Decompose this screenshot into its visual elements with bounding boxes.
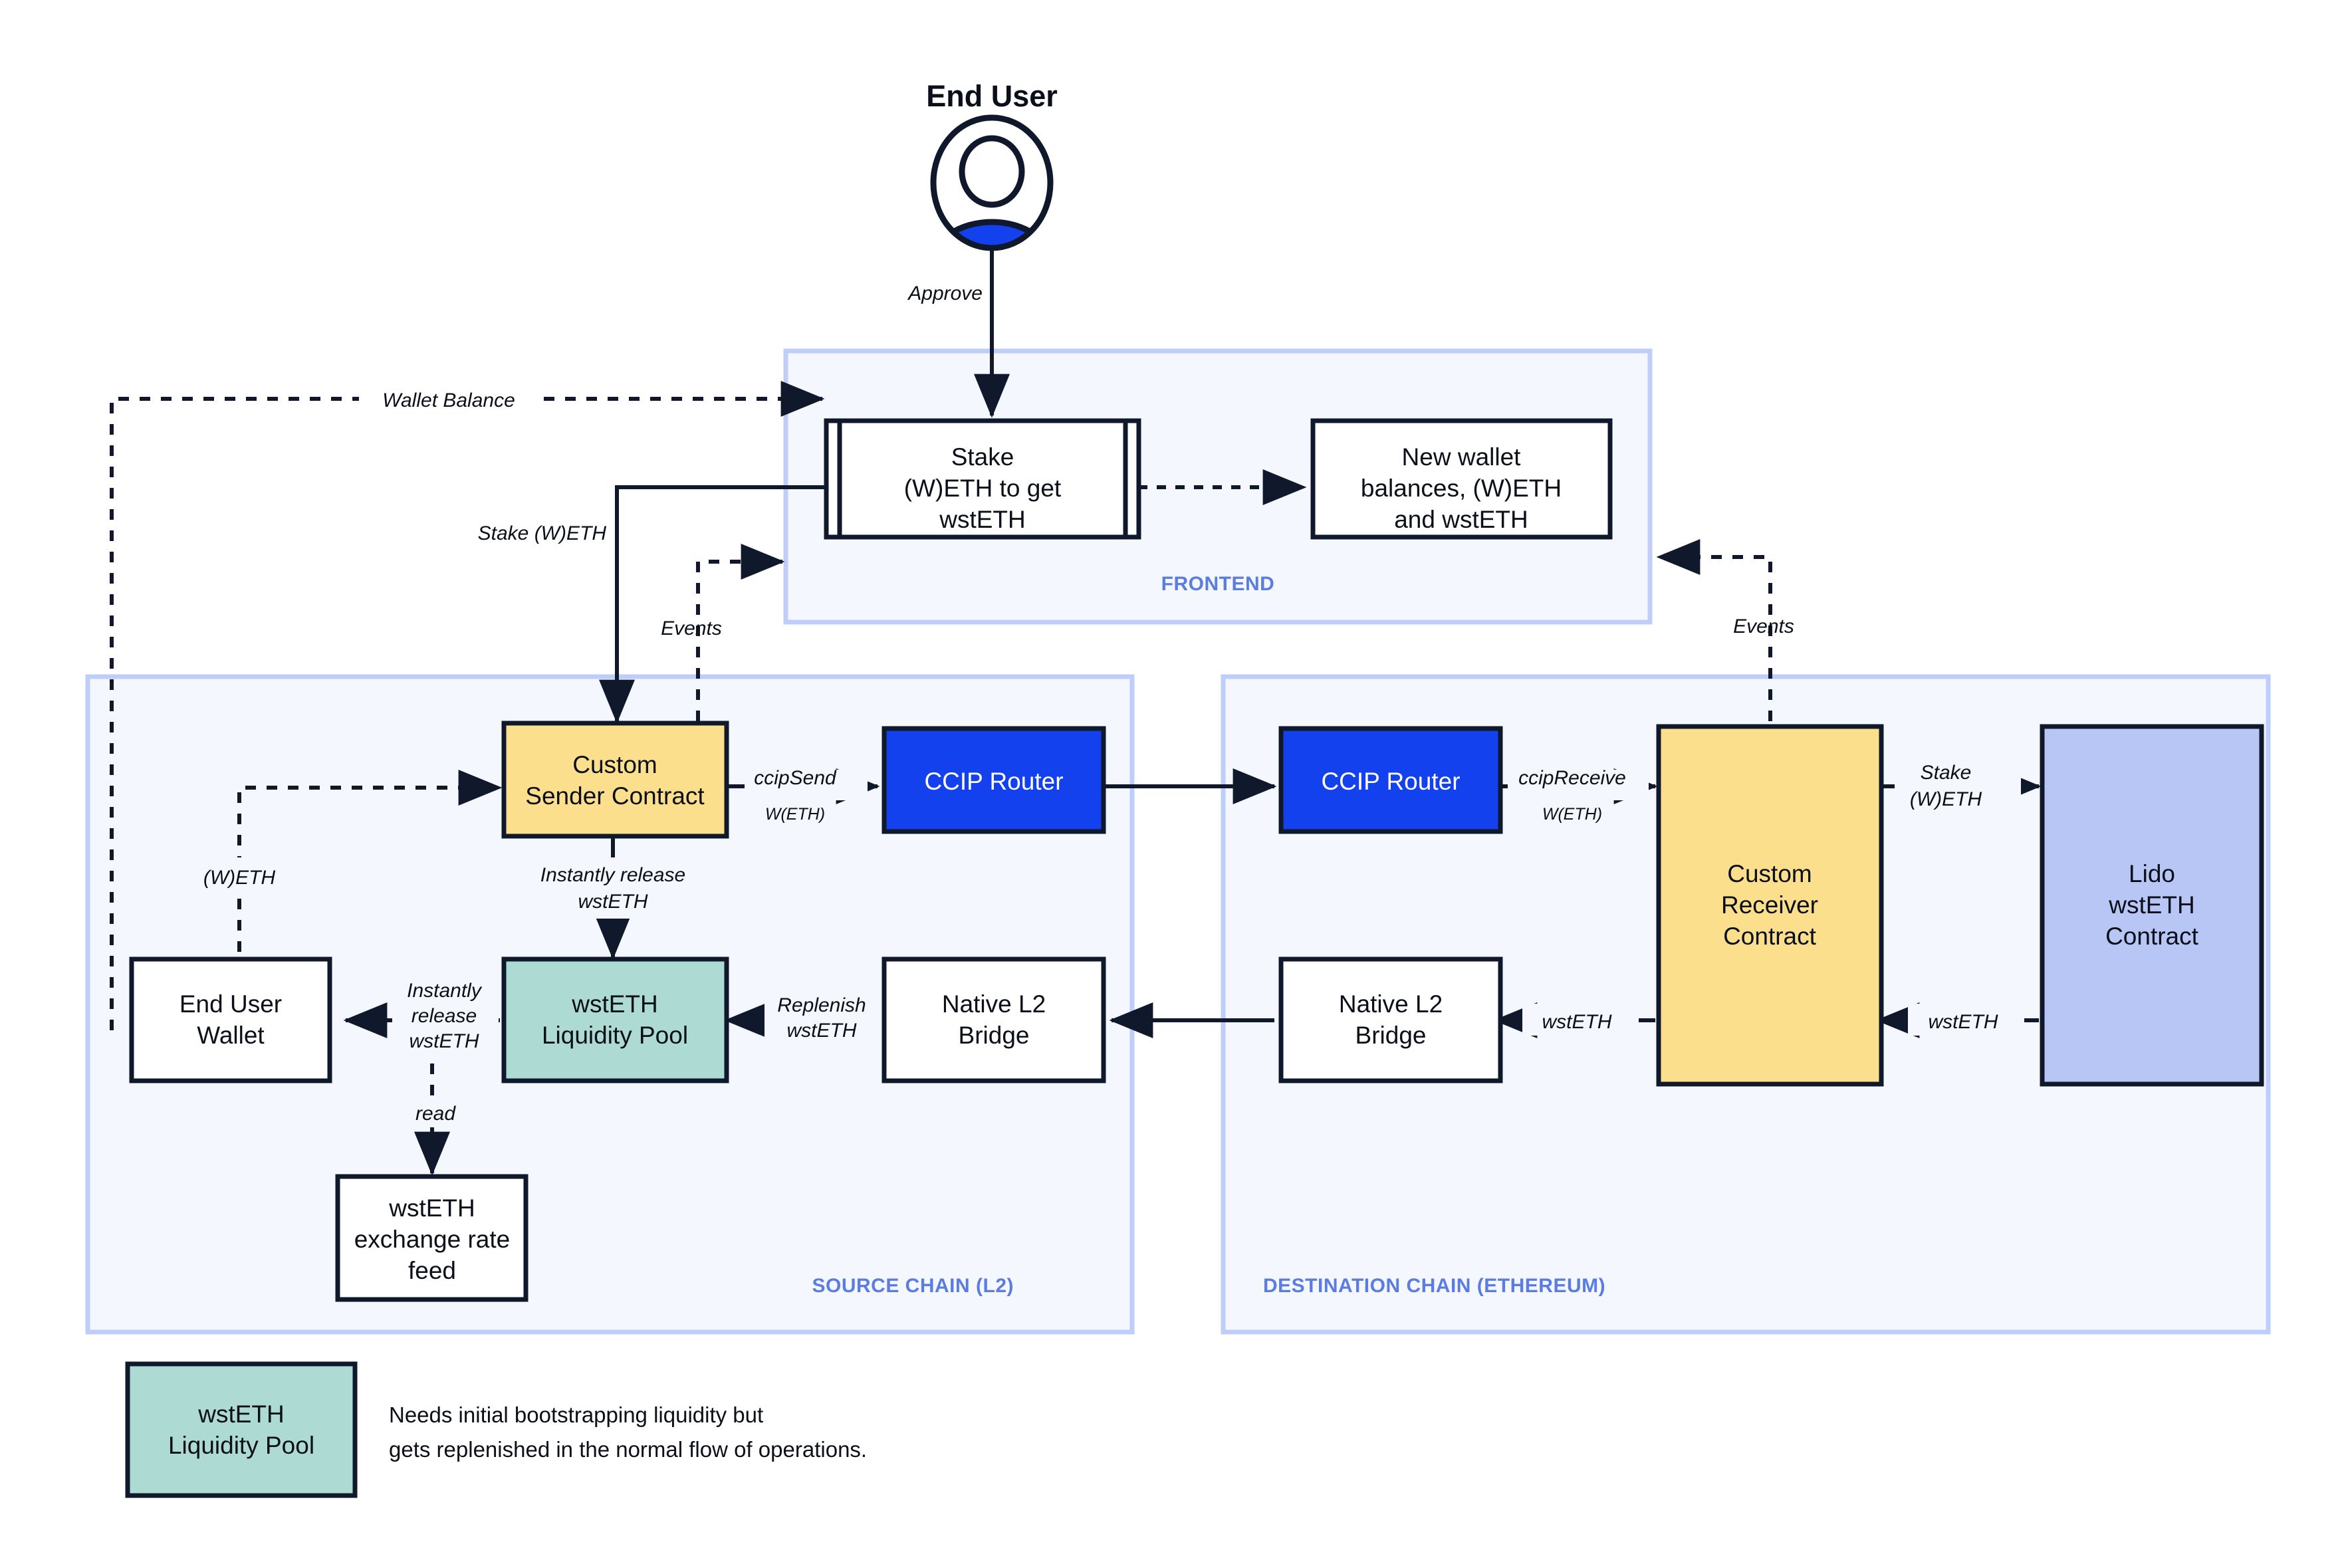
node-label-pool-2: Liquidity Pool: [542, 1022, 688, 1049]
node-label-receiver-1: Custom: [1727, 860, 1812, 887]
node-wsteth-exchange-rate-feed[interactable]: wstETH exchange rate feed: [335, 1174, 528, 1302]
node-label-receiver-3: Contract: [1723, 923, 1817, 950]
node-label-bridge-src-2: Bridge: [959, 1022, 1030, 1049]
edge-ccip-send: ccipSend W(ETH): [727, 767, 880, 824]
edge-label-events-left: Events: [661, 617, 722, 639]
edge-read: read: [399, 1064, 472, 1176]
legend: wstETH Liquidity Pool Needs initial boot…: [125, 1361, 867, 1498]
node-stake-weth[interactable]: Stake (W)ETH to get wstETH: [824, 418, 1141, 540]
edge-label-instantly-release-v1: Instantly release: [540, 864, 685, 886]
node-label-balances-2: balances, (W)ETH: [1361, 475, 1562, 502]
edge-label-wsteth-right: wstETH: [1929, 1011, 1998, 1033]
node-label-wallet-2: Wallet: [197, 1022, 265, 1049]
edge-label-stake-weth-dest-1: Stake: [1921, 762, 1972, 784]
edge-events-left: Events: [661, 544, 785, 721]
edge-label-replenish-2: wstETH: [787, 1020, 857, 1042]
avatar-ring: [930, 114, 1054, 251]
edge-ccip-receive: ccipReceive W(ETH): [1496, 767, 1658, 824]
node-label-stake-2: (W)ETH to get: [904, 475, 1062, 502]
edge-wsteth-right: wstETH: [1875, 1002, 2039, 1038]
node-label-balances-3: and wstETH: [1394, 506, 1528, 533]
edge-replenish-wsteth: Replenish wstETH: [724, 984, 881, 1050]
node-lido-wsteth-contract[interactable]: Lido wstETH Contract: [2040, 724, 2264, 1087]
node-label-stake-1: Stake: [951, 443, 1014, 471]
edge-label-stake-weth: Stake (W)ETH: [478, 522, 607, 544]
edge-instantly-release-horizontal: Instantly release wstETH: [343, 974, 500, 1064]
node-label-receiver-2: Receiver: [1721, 891, 1818, 919]
legend-note-2: gets replenished in the normal flow of o…: [389, 1437, 867, 1462]
edge-weth-dashed: (W)ETH: [190, 770, 503, 1037]
edge-label-instantly-release-v2: wstETH: [578, 891, 648, 913]
node-label-feed-2: exchange rate: [354, 1226, 511, 1253]
node-label-bridge-src-1: Native L2: [942, 990, 1046, 1018]
legend-note-1: Needs initial bootstrapping liquidity bu…: [389, 1402, 763, 1427]
node-label-feed-1: wstETH: [388, 1194, 475, 1222]
node-ccip-router-dest[interactable]: CCIP Router: [1278, 726, 1503, 834]
edge-label-read: read: [415, 1103, 456, 1125]
node-label-sender-2: Sender Contract: [525, 782, 705, 810]
node-label-feed-3: feed: [408, 1257, 456, 1284]
edge-label-replenish-1: Replenish: [777, 994, 866, 1016]
node-native-l2-bridge-source[interactable]: Native L2 Bridge: [881, 956, 1106, 1083]
edge-label-ccip-send-sub: W(ETH): [765, 805, 825, 824]
node-label-lido-1: Lido: [2129, 860, 2175, 887]
edge-label-ccip-receive-sub: W(ETH): [1542, 805, 1602, 824]
legend-swatch: [125, 1361, 358, 1498]
node-end-user-wallet[interactable]: End User Wallet: [129, 956, 332, 1083]
node-ccip-router-source[interactable]: CCIP Router: [881, 726, 1106, 834]
edge-label-approve: Approve: [907, 282, 983, 304]
edge-stake-weth: Stake (W)ETH: [478, 485, 826, 724]
edge-wsteth-mid: wstETH: [1493, 1002, 1655, 1038]
edge-label-wallet-balance: Wallet Balance: [382, 390, 515, 411]
page-title: End User: [926, 79, 1058, 113]
legend-swatch-label-1: wstETH: [197, 1400, 285, 1428]
avatar-head: [959, 135, 1025, 208]
edge-label-wsteth-mid: wstETH: [1542, 1011, 1612, 1033]
edge-label-instantly-release-h2: release: [411, 1005, 477, 1027]
node-label-bridge-dst-2: Bridge: [1355, 1022, 1427, 1049]
group-label-frontend: FRONTEND: [1161, 573, 1275, 595]
node-label-ccip-router-source: CCIP Router: [924, 768, 1063, 795]
edge-label-events-right: Events: [1733, 616, 1794, 637]
node-label-pool-1: wstETH: [571, 990, 658, 1018]
node-custom-sender-contract[interactable]: Custom Sender Contract: [501, 721, 729, 839]
node-custom-receiver-contract[interactable]: Custom Receiver Contract: [1656, 724, 1884, 1087]
node-wsteth-liquidity-pool[interactable]: wstETH Liquidity Pool: [501, 956, 729, 1083]
edge-label-stake-weth-dest-2: (W)ETH: [1910, 788, 1982, 810]
node-label-lido-3: Contract: [2105, 923, 2199, 950]
node-label-wallet-1: End User: [179, 990, 282, 1018]
node-new-wallet-balances[interactable]: New wallet balances, (W)ETH and wstETH: [1310, 418, 1613, 540]
edge-events-right: Events: [1656, 539, 1794, 721]
edge-label-ccip-send: ccipSend: [754, 767, 837, 789]
edge-instantly-release-vertical: Instantly release wstETH: [524, 836, 705, 960]
node-label-stake-3: wstETH: [939, 506, 1026, 533]
legend-swatch-label-2: Liquidity Pool: [168, 1432, 314, 1459]
node-label-bridge-dst-1: Native L2: [1339, 990, 1443, 1018]
node-label-sender-1: Custom: [572, 751, 657, 778]
edge-label-instantly-release-h3: wstETH: [410, 1030, 479, 1052]
node-label-balances-1: New wallet: [1402, 443, 1522, 471]
node-label-lido-2: wstETH: [2108, 891, 2195, 919]
edge-stake-weth-dest: Stake (W)ETH: [1878, 758, 2042, 822]
node-label-ccip-router-dest: CCIP Router: [1321, 768, 1460, 795]
edge-wallet-balance: Wallet Balance: [110, 381, 825, 1030]
node-native-l2-bridge-dest[interactable]: Native L2 Bridge: [1278, 956, 1503, 1083]
group-label-source-chain: SOURCE CHAIN (L2): [812, 1275, 1014, 1297]
group-label-destination-chain: DESTINATION CHAIN (ETHEREUM): [1263, 1275, 1605, 1297]
edge-approve: Approve: [907, 246, 1010, 418]
edge-label-instantly-release-h1: Instantly: [407, 980, 483, 1002]
edge-label-ccip-receive: ccipReceive: [1518, 767, 1626, 789]
edge-label-weth: (W)ETH: [203, 867, 276, 889]
